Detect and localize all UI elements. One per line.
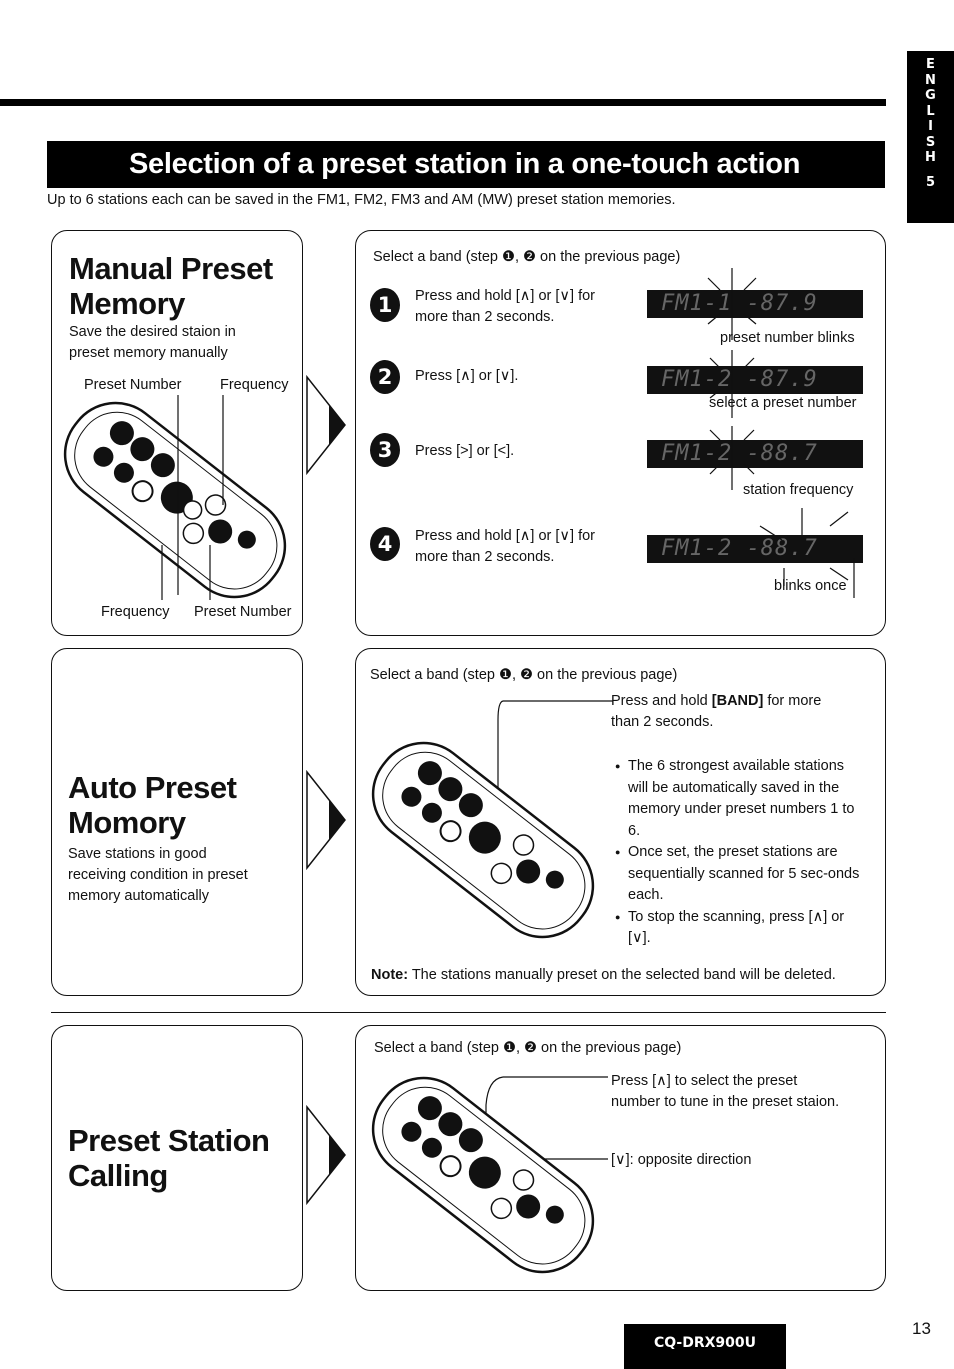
top-rule [0,99,886,106]
list-item: Once set, the preset stations are sequen… [615,842,865,907]
band-key-label: [BAND] [711,693,764,709]
language-tab: E N G L I S H 5 [907,51,954,223]
section-arrow-icon [306,770,346,870]
section-arrow-icon [306,375,346,475]
note-label: Note: [371,967,409,983]
blink-marks [707,268,855,598]
language-letter: L [926,103,935,119]
manual-title: Manual Preset Memory [69,251,273,321]
manual-select-band: Select a band (step ❶, ❷ on the previous… [373,249,681,265]
auto-desc-line: receiving condition in preset [68,867,248,883]
lcd-display-2: FM1-2 -87.9 [647,366,863,394]
lcd-caption-2: select a preset number [709,395,857,411]
step-text-line: Press [>] or [<]. [415,443,515,459]
auto-desc-line: memory automatically [68,888,210,904]
remote-control-illustration [371,1076,608,1274]
manual-desc-line: preset memory manually [69,345,228,361]
step-text-line: Press and hold [∧] or [∨] for [415,288,595,304]
step-text-line: more than 2 seconds. [415,309,555,325]
list-item: The 6 strongest available stations will … [615,756,865,842]
calling-press-line: Press [∧] to select the preset [611,1073,798,1089]
auto-title-line: Auto Preset [68,770,237,805]
list-item: To stop the scanning, press [∧] or [∨]. [615,907,865,950]
auto-press-line: than 2 seconds. [611,714,714,730]
manual-desc-line: Save the desired staion in [69,324,236,340]
page-banner: Selection of a preset station in a one-t… [47,141,885,188]
language-letter: G [925,88,936,103]
section-number: 5 [925,174,936,190]
lcd-display-3: FM1-2 -88.7 [647,440,863,468]
calling-opposite: [∨]: opposite direction [611,1152,752,1168]
auto-left-box [51,648,303,996]
intro-text: Up to 6 stations each can be saved in th… [47,192,676,208]
label-preset-number-top: Preset Number [84,377,182,393]
language-letter: S [925,134,936,150]
step-number-2: 2 [370,360,400,394]
auto-note: Note: The stations manually preset on th… [371,965,836,986]
manual-title-line: Memory [69,286,185,321]
model-badge: CQ-DRX900U [624,1324,786,1369]
section-arrow-icon [306,1105,346,1205]
label-frequency-bottom: Frequency [101,604,170,620]
step-3-text: Press [>] or [<]. [415,441,514,462]
manual-title-line: Manual Preset [69,251,273,286]
section-divider [51,1012,886,1013]
calling-left-box [51,1025,303,1291]
step-text-line: Press [∧] or [∨]. [415,368,519,384]
auto-select-band: Select a band (step ❶, ❷ on the previous… [370,667,678,683]
text-fragment: for more [763,693,822,709]
label-frequency-top: Frequency [220,377,289,393]
label-preset-number-bottom: Preset Number [194,604,292,620]
step-2-text: Press [∧] or [∨]. [415,366,518,387]
auto-title-line: Momory [68,805,186,840]
calling-title-line: Preset Station [68,1123,270,1158]
remote-control-illustration [371,700,613,939]
lcd-caption-3: station frequency [743,482,854,498]
auto-press-band: Press and hold [BAND] for more than 2 se… [611,691,821,733]
language-letter: I [928,119,933,134]
calling-press-line: number to tune in the preset staion. [611,1094,840,1110]
lcd-caption-1: preset number blinks [720,330,855,346]
step-text-line: Press and hold [∧] or [∨] for [415,528,595,544]
auto-press-line: Press and hold [BAND] for more [611,691,821,712]
text-fragment: Press and hold [611,693,712,709]
calling-title-line: Calling [68,1158,168,1193]
language-letter: N [925,72,936,88]
language-letter: E [926,57,935,72]
step-number-4: 4 [370,527,400,561]
calling-press-up: Press [∧] to select the preset number to… [611,1071,839,1113]
step-number-1: 1 [370,288,400,322]
language-letter: H [925,150,936,165]
calling-select-band: Select a band (step ❶, ❷ on the previous… [374,1040,682,1056]
step-4-text: Press and hold [∧] or [∨] for more than … [415,526,595,568]
lcd-display-1: FM1-1 -87.9 [647,290,863,318]
calling-title: Preset Station Calling [68,1123,270,1193]
remote-control-illustration [63,395,287,600]
auto-bullet-list: The 6 strongest available stations will … [615,756,865,950]
page-number: 13 [912,1319,931,1338]
note-text: The stations manually preset on the sele… [408,967,836,983]
step-number-3: 3 [370,433,400,467]
step-1-text: Press and hold [∧] or [∨] for more than … [415,286,595,328]
auto-title: Auto Preset Momory [68,770,237,840]
step-text-line: more than 2 seconds. [415,549,555,565]
auto-desc: Save stations in good receiving conditio… [68,844,248,907]
manual-desc: Save the desired staion in preset memory… [69,322,236,364]
lcd-caption-4: blinks once [774,578,847,594]
auto-desc-line: Save stations in good [68,846,207,862]
